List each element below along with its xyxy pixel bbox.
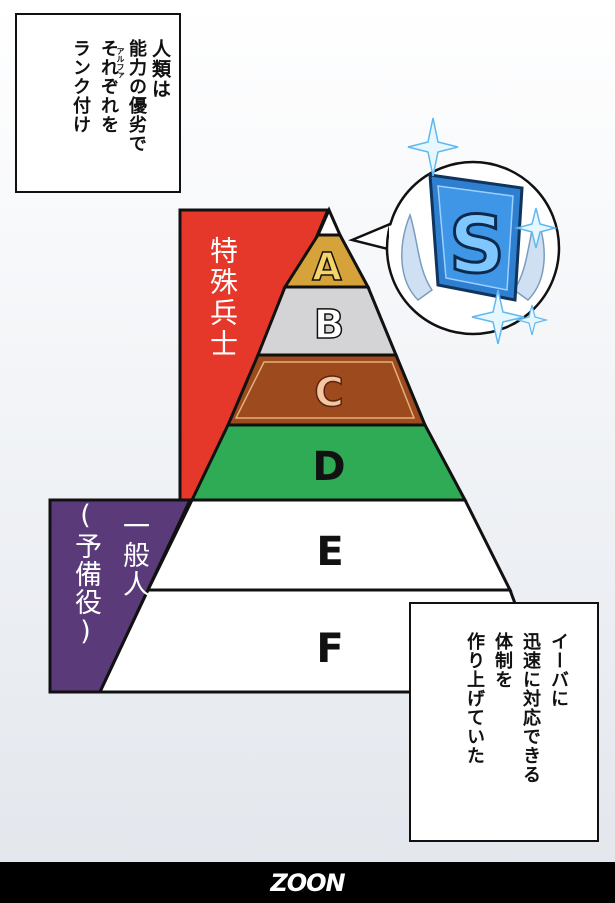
- pyramid-apex: [315, 206, 343, 237]
- tier-c-inner: [234, 361, 416, 419]
- caption-top-ruby: アルファ: [116, 47, 125, 79]
- special-soldier-label: 特殊兵士: [206, 236, 239, 360]
- shield-inner-icon: [437, 185, 514, 291]
- laurel-left-icon: [401, 212, 434, 301]
- caption-bottom-line-4: 作り上げていた: [464, 632, 485, 765]
- reserve-label: (予備役): [70, 500, 101, 648]
- rank-letter-f: F: [316, 626, 343, 672]
- comic-panel: 人類は アルファ 能力の優劣で それぞれを ランク付け A B C D E F: [15, 13, 599, 842]
- rank-letter-e: E: [316, 529, 343, 575]
- caption-bottom: イーバに 迅速に対応できる 体制を 作り上げていた: [409, 602, 599, 842]
- caption-bottom-line-3: 体制を: [492, 632, 513, 689]
- caption-bottom-line-1: イーバに: [548, 632, 569, 708]
- sparkle-icon: [407, 117, 459, 177]
- general-people-label: 一般人: [118, 512, 149, 599]
- sparkle-icon: [515, 304, 549, 336]
- zoon-logo[interactable]: ZOON: [270, 868, 345, 897]
- footer-bar: ZOON: [0, 862, 615, 903]
- sparkle-icon: [514, 207, 558, 249]
- rank-letter-b: B: [314, 302, 345, 348]
- rank-letter-a: A: [312, 245, 342, 289]
- caption-bottom-line-2: 迅速に対応できる: [520, 632, 541, 784]
- caption-top-line-4: ランク付け: [70, 39, 91, 134]
- emblem-bubble-tail-cover: [389, 223, 399, 248]
- caption-top-line-1: 人類は: [149, 39, 171, 99]
- rank-letter-d: D: [312, 444, 345, 490]
- caption-top-line-2: 能力の優劣で: [126, 39, 147, 153]
- emblem-letter: S: [449, 201, 505, 291]
- s-rank-emblem: S: [348, 117, 561, 345]
- sparkle-icon: [471, 289, 525, 345]
- rank-letter-c: C: [314, 370, 343, 416]
- caption-top: 人類は アルファ 能力の優劣で それぞれを ランク付け: [15, 13, 181, 193]
- caption-top-line-3: それぞれを: [98, 39, 119, 134]
